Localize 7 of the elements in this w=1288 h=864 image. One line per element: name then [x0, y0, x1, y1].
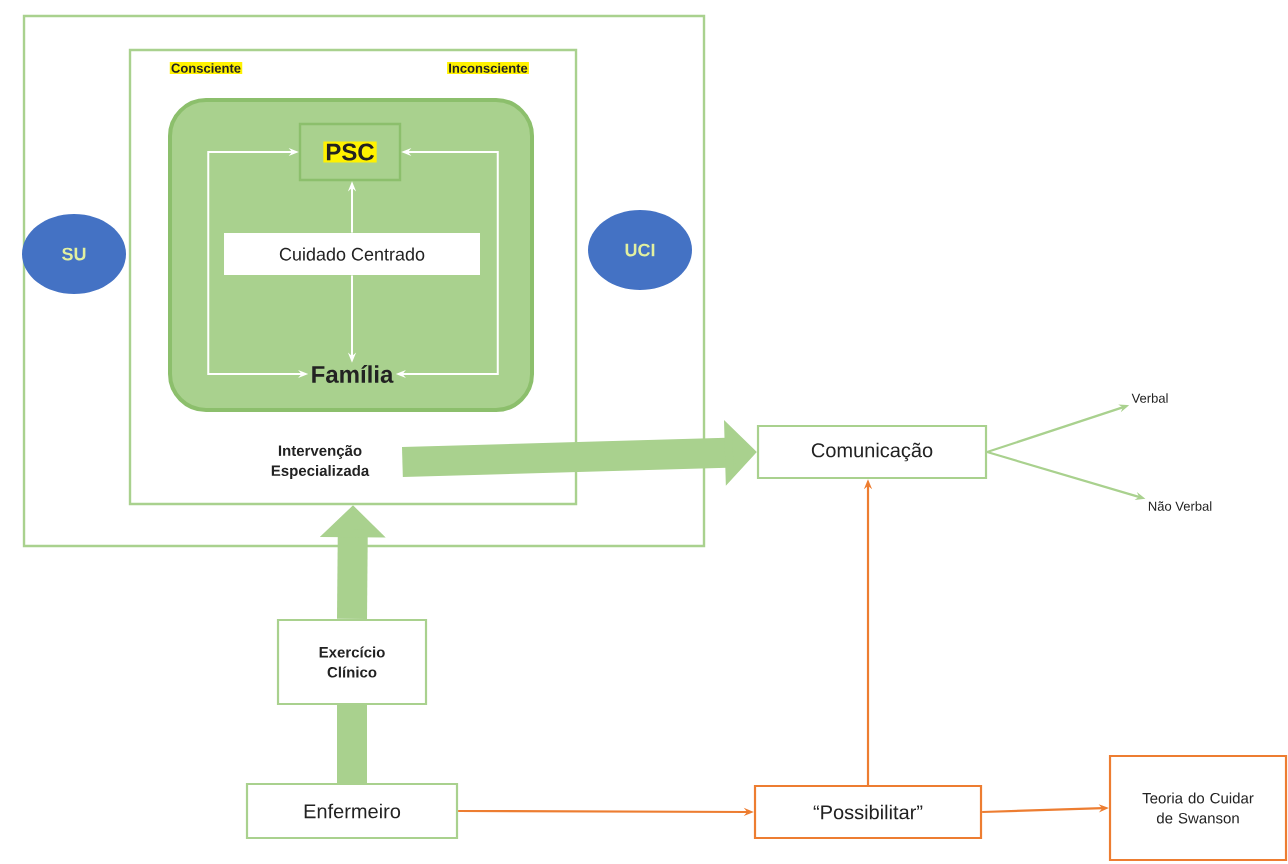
psc-box: PSC	[298, 122, 402, 182]
label-box: Cuidado Centrado	[224, 233, 480, 275]
process-box: Enfermeiro	[245, 782, 459, 840]
process-box: “Possibilitar”	[753, 784, 983, 840]
process-box: Comunicação	[756, 424, 988, 480]
node-text: Família	[312, 365, 394, 383]
frame-box	[22, 14, 706, 548]
